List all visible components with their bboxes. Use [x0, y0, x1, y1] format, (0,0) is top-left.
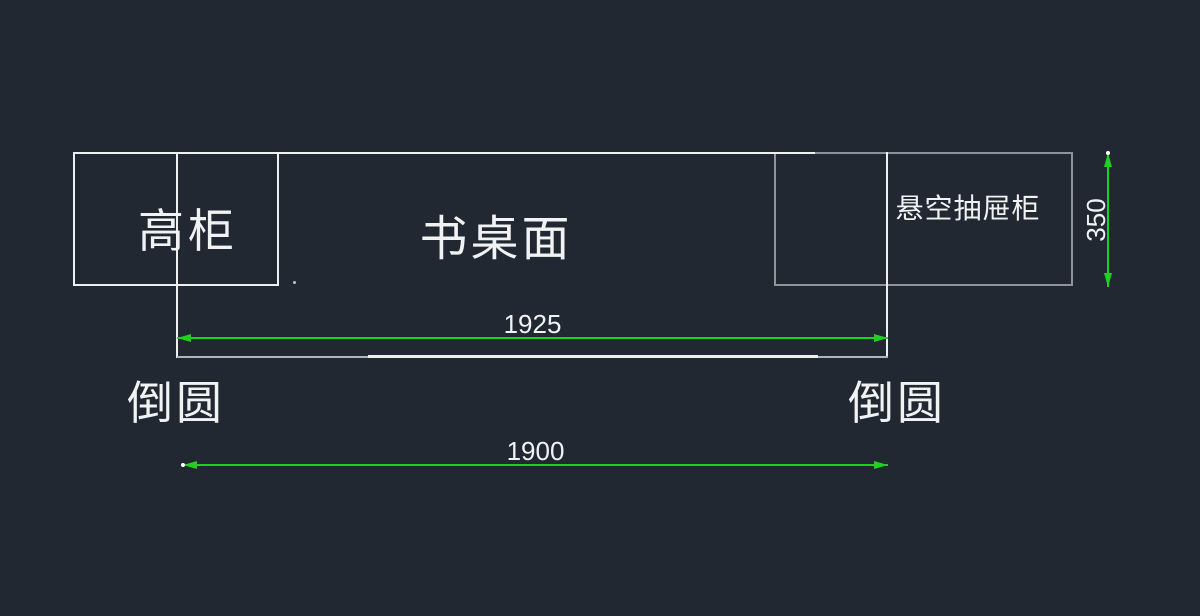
dimension-value: 1925 — [503, 309, 562, 339]
desk-surface-label[interactable]: 书桌面 — [419, 213, 573, 266]
dimension-value: 1900 — [506, 436, 565, 466]
dimension-overall-length[interactable]: 1900 — [181, 438, 888, 469]
dimension-line — [1107, 153, 1109, 287]
endpoint-dot — [1106, 151, 1110, 155]
tall-cabinet-label[interactable]: 高柜 — [138, 206, 238, 257]
dimension-value: 350 — [1081, 198, 1111, 242]
dimension-line — [177, 337, 888, 339]
floating-drawer-cabinet-label[interactable]: 悬空抽屉柜 — [895, 193, 1041, 224]
desk-front-edge-line[interactable] — [368, 355, 818, 358]
arrowhead-down-icon — [1104, 273, 1112, 287]
fillet-note-right-label[interactable]: 倒圆 — [848, 378, 946, 429]
arrowhead-left-icon — [183, 461, 197, 469]
floating-drawer-cabinet-box[interactable] — [774, 152, 1073, 286]
desk-right-edge-line[interactable] — [886, 152, 888, 358]
dimension-line — [183, 464, 888, 466]
arrowhead-up-icon — [1104, 153, 1112, 167]
endpoint-dot — [181, 463, 185, 467]
arrowhead-right-icon — [874, 461, 888, 469]
point-marker — [293, 281, 296, 284]
arrowhead-left-icon — [177, 334, 191, 342]
dimension-desk-length[interactable]: 1925 — [177, 311, 888, 342]
desk-top-edge-line[interactable] — [73, 152, 815, 154]
arrowhead-right-icon — [874, 334, 888, 342]
dimension-drawer-height[interactable]: 350 — [1081, 151, 1112, 287]
desk-left-edge-line[interactable] — [176, 152, 178, 358]
fillet-note-left-label[interactable]: 倒圆 — [127, 378, 225, 429]
